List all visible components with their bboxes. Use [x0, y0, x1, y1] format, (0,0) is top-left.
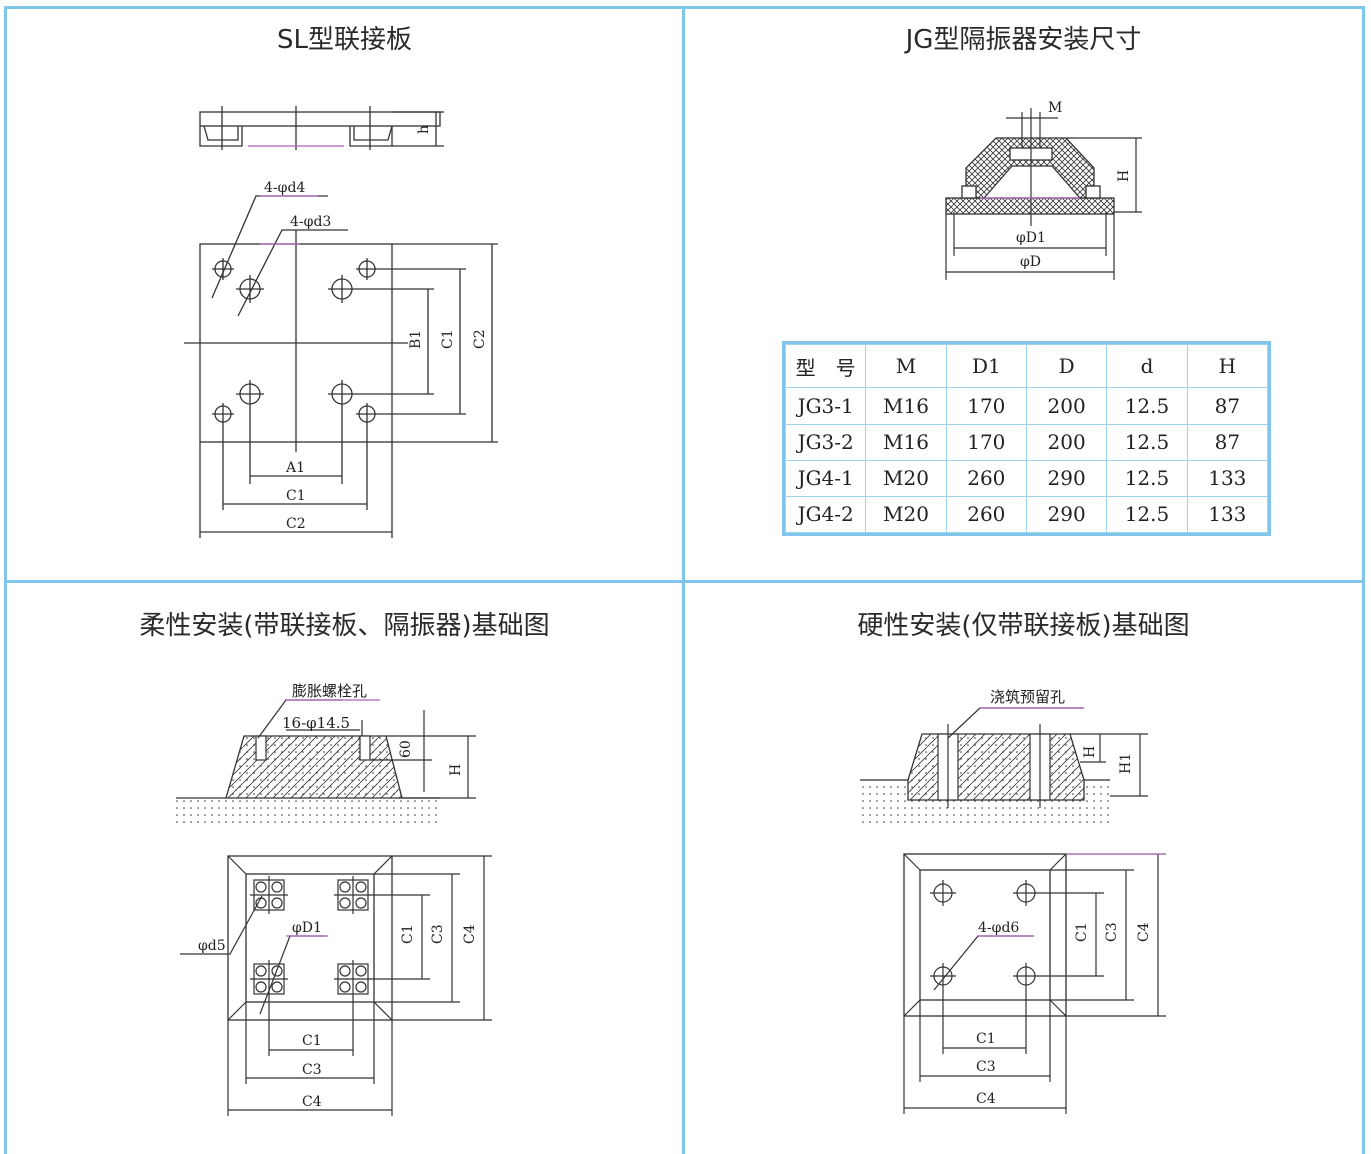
label-C3-vertical: C3 — [1104, 922, 1120, 942]
panel-flexible-install: 柔性安装(带联接板、隔振器)基础图 — [7, 583, 682, 1154]
label-A1: A1 — [285, 460, 305, 476]
label-H: H — [448, 764, 464, 776]
panel-title: 柔性安装(带联接板、隔振器)基础图 — [139, 611, 550, 641]
label-H1: H1 — [1118, 753, 1134, 774]
panel-rigid-install: 硬性安装(仅带联接板)基础图 — [685, 583, 1362, 1154]
table-header-row: 型 号 M D1 D d H — [784, 343, 1269, 389]
label-H: H — [1116, 170, 1132, 182]
label-M: M — [1048, 100, 1062, 116]
table-cell: 133 — [1186, 459, 1269, 497]
frame-middle-vertical — [682, 6, 685, 1154]
table-cell: 133 — [1186, 495, 1269, 534]
table-cell: 290 — [1025, 495, 1108, 534]
table-cell: 12.5 — [1106, 495, 1188, 534]
label-C4-vertical: C4 — [462, 924, 478, 944]
panel-sl-plate: SL型联接板 — [7, 9, 682, 580]
table-cell: 12.5 — [1106, 459, 1188, 497]
label-B1: B1 — [408, 330, 424, 349]
table-cell: 290 — [1025, 459, 1108, 497]
label-C3-horizontal: C3 — [302, 1062, 322, 1078]
label-D: φD — [1020, 254, 1041, 270]
label-C2-horizontal: C2 — [286, 516, 306, 532]
label-d5: φd5 — [198, 938, 226, 954]
label-C2-vertical: C2 — [472, 329, 488, 349]
table-row: JG4-2 M20 260 290 12.5 133 — [784, 495, 1269, 534]
label-holes: 16-φ14.5 — [282, 714, 350, 732]
table-cell: 170 — [945, 423, 1027, 461]
table-cell: 260 — [945, 495, 1027, 534]
label-C4-horizontal: C4 — [976, 1091, 996, 1107]
panel-title: JG型隔振器安装尺寸 — [905, 25, 1142, 55]
label-h: h — [416, 125, 432, 134]
table-header-cell: 型 号 — [784, 343, 867, 389]
table-cell: 87 — [1186, 423, 1269, 461]
label-C1-vertical: C1 — [1074, 922, 1090, 942]
table-cell: M16 — [865, 423, 947, 461]
label-C3-horizontal: C3 — [976, 1059, 996, 1075]
label-C3-vertical: C3 — [430, 924, 446, 944]
label-C1-horizontal: C1 — [976, 1031, 996, 1047]
table-cell: 200 — [1025, 387, 1108, 425]
label-d3: 4-φd3 — [290, 214, 331, 230]
panel-jg-isolator: JG型隔振器安装尺寸 — [685, 9, 1362, 580]
table-cell: 200 — [1025, 423, 1108, 461]
label-C1-vertical: C1 — [440, 329, 456, 349]
table-cell: JG4-1 — [784, 459, 867, 497]
label-D1: φD1 — [292, 920, 322, 936]
label-H: H — [1082, 746, 1098, 758]
label-C1-horizontal: C1 — [302, 1033, 322, 1049]
table-header-cell: D1 — [945, 343, 1027, 389]
table-header-cell: D — [1025, 343, 1108, 389]
table-cell: JG4-2 — [784, 495, 867, 534]
table-cell: JG3-1 — [784, 387, 867, 425]
label-C4-vertical: C4 — [1136, 922, 1152, 942]
label-d4: 4-φd4 — [264, 180, 305, 196]
table-header-cell: H — [1186, 343, 1269, 389]
jg-spec-table: 型 号 M D1 D d H JG3-1 M16 170 200 12.5 87… — [782, 341, 1271, 536]
label-60: 60 — [398, 740, 414, 758]
label-C4-horizontal: C4 — [302, 1094, 322, 1110]
table-cell: M20 — [865, 495, 947, 534]
panel-title: SL型联接板 — [277, 25, 412, 55]
panel-title: 硬性安装(仅带联接板)基础图 — [857, 611, 1190, 641]
label-bolt-hole: 膨胀螺栓孔 — [292, 682, 367, 700]
table-row: JG4-1 M20 260 290 12.5 133 — [784, 459, 1269, 497]
label-C1-vertical: C1 — [400, 924, 416, 944]
table-cell: 260 — [945, 459, 1027, 497]
label-d6: 4-φd6 — [978, 920, 1019, 936]
label-D1: φD1 — [1016, 230, 1046, 246]
label-C1-horizontal: C1 — [286, 488, 306, 504]
label-casting-hole: 浇筑预留孔 — [990, 688, 1065, 706]
